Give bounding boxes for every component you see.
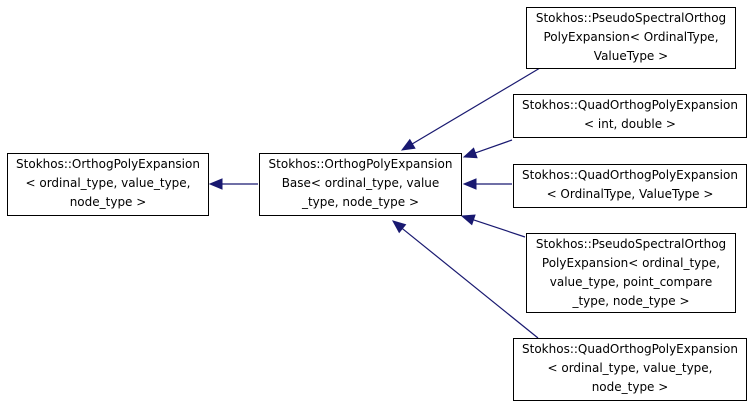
node-label-line: Stokhos::PseudoSpectralOrthog bbox=[535, 237, 727, 251]
node-label-line: Stokhos::QuadOrthogPolyExpansion bbox=[522, 342, 738, 356]
node-quad-ordinal-value[interactable]: Stokhos::QuadOrthogPolyExpansion < Ordin… bbox=[513, 164, 747, 208]
node-label-line: _type, node_type > bbox=[301, 195, 420, 209]
edge-arrowhead bbox=[462, 178, 477, 190]
edge-pseudo_spectral_ordinal-to-orthog_poly_expansion_base bbox=[412, 67, 541, 145]
edge-arrowhead bbox=[208, 178, 223, 190]
edge-arrowhead bbox=[460, 214, 476, 226]
edge-quad_int_double-to-orthog_poly_expansion_base bbox=[475, 139, 513, 154]
node-label-line: Stokhos::OrthogPolyExpansion bbox=[16, 157, 200, 171]
node-pseudo-spectral-ordinal[interactable]: Stokhos::PseudoSpectralOrthog PolyExpans… bbox=[526, 7, 736, 69]
node-label-line: _type, node_type > bbox=[572, 294, 690, 308]
node-quad-ordinal-value-node[interactable]: Stokhos::QuadOrthogPolyExpansion < ordin… bbox=[513, 338, 747, 401]
node-label-line: < ordinal_type, value_type, bbox=[547, 361, 713, 375]
node-pseudo-spectral-point-compare[interactable]: Stokhos::PseudoSpectralOrthog PolyExpans… bbox=[526, 233, 736, 313]
edge-arrowhead bbox=[400, 138, 416, 151]
edge-pseudo_spectral_point_compare-to-orthog_poly_expansion_base bbox=[473, 219, 526, 238]
edge-arrowhead bbox=[391, 220, 407, 234]
node-label-line: < ordinal_type, value_type, bbox=[25, 176, 191, 190]
edge-arrowhead bbox=[462, 147, 478, 159]
node-label-line: < OrdinalType, ValueType > bbox=[546, 187, 714, 201]
node-label-line: value_type, point_compare bbox=[549, 275, 713, 289]
edge-quad_ordinal_value_node-to-orthog_poly_expansion_base bbox=[401, 228, 539, 339]
node-label-line: PolyExpansion< ordinal_type, bbox=[541, 256, 721, 270]
node-label-line: node_type > bbox=[69, 195, 147, 209]
node-orthog-poly-expansion-base[interactable]: Stokhos::OrthogPolyExpansion Base< ordin… bbox=[259, 153, 462, 216]
node-orthog-poly-expansion[interactable]: Stokhos::OrthogPolyExpansion < ordinal_t… bbox=[7, 153, 209, 216]
node-label-line: PolyExpansion< OrdinalType, bbox=[543, 30, 719, 44]
node-label-line: Stokhos::QuadOrthogPolyExpansion bbox=[522, 168, 738, 182]
node-label-line: Stokhos::OrthogPolyExpansion bbox=[268, 157, 453, 171]
node-label-line: node_type > bbox=[591, 380, 669, 394]
node-label-line: Stokhos::PseudoSpectralOrthog bbox=[535, 11, 727, 25]
node-label-line: ValueType > bbox=[593, 49, 669, 63]
node-label-line: < int, double > bbox=[584, 117, 676, 131]
node-label-line: Base< ordinal_type, value bbox=[281, 176, 440, 190]
node-quad-int-double[interactable]: Stokhos::QuadOrthogPolyExpansion < int, … bbox=[513, 94, 747, 138]
node-label-line: Stokhos::QuadOrthogPolyExpansion bbox=[522, 98, 738, 112]
